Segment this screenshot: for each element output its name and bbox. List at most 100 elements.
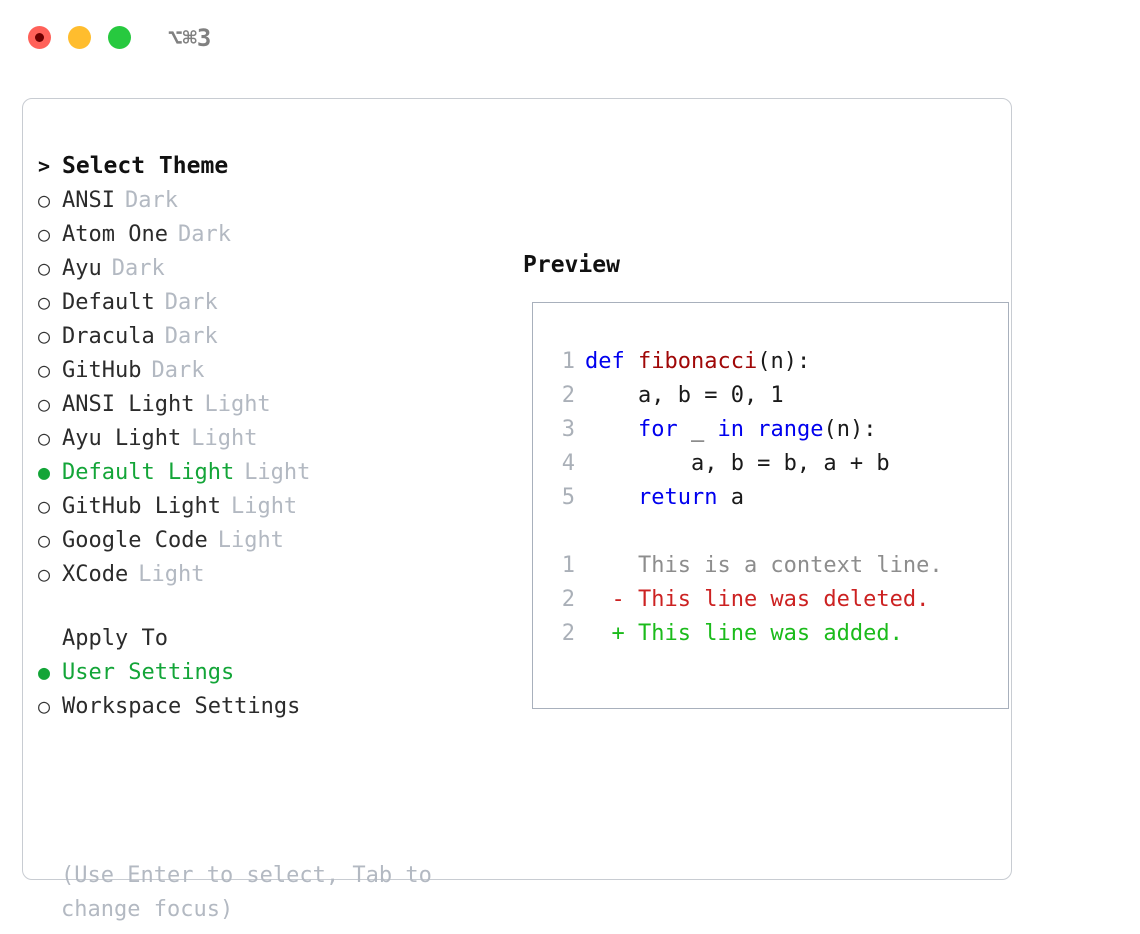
theme-name: Google Code: [62, 528, 208, 553]
radio-unselected-icon[interactable]: ○: [38, 358, 51, 382]
code-line: 3 for _ in range(n):: [545, 413, 1002, 447]
radio-unselected-icon[interactable]: ○: [38, 426, 51, 450]
theme-name: GitHub: [62, 358, 142, 383]
line-number: 2: [561, 621, 575, 646]
theme-list-item[interactable]: ○ ANSI Dark: [38, 183, 478, 217]
diff-line: 2 + This line was added.: [545, 617, 1002, 651]
theme-variant-label: Light: [217, 528, 284, 553]
spacer-icon: ○: [38, 621, 62, 655]
theme-list-item[interactable]: ● Default Light Light: [38, 455, 478, 489]
theme-name: Default: [62, 290, 155, 315]
diff-line-text: + This line was added.: [585, 621, 903, 646]
theme-list-item[interactable]: ○ XCode Light: [38, 557, 478, 591]
preview-title: Preview: [523, 252, 620, 278]
code-token: range: [757, 417, 824, 442]
line-number: 2: [561, 587, 575, 612]
spacer: [38, 591, 478, 621]
zoom-button[interactable]: [108, 26, 131, 49]
code-line: 5 return a: [545, 481, 1002, 515]
theme-list-item[interactable]: ○ Google Code Light: [38, 523, 478, 557]
radio-unselected-icon[interactable]: ○: [38, 562, 51, 586]
line-number: 3: [561, 417, 575, 442]
theme-variant-label: Light: [138, 562, 205, 587]
close-button[interactable]: [28, 26, 51, 49]
code-blank-line: [545, 515, 1002, 549]
code-line-text: a, b = 0, 1: [585, 379, 784, 413]
theme-list-item[interactable]: ○ GitHub Dark: [38, 353, 478, 387]
radio-unselected-icon[interactable]: ○: [38, 188, 51, 212]
theme-variant-label: Light: [191, 426, 258, 451]
theme-variant-label: Dark: [124, 188, 178, 213]
line-number: 1: [561, 349, 575, 374]
radio-unselected-icon[interactable]: ○: [38, 290, 51, 314]
theme-name: Default Light: [62, 460, 235, 485]
code-line: 1 def fibonacci(n):: [545, 345, 1002, 379]
radio-unselected-icon[interactable]: ○: [38, 256, 51, 280]
theme-variant-label: Dark: [177, 222, 231, 247]
theme-name: Ayu Light: [62, 426, 182, 451]
diff-line-text: This is a context line.: [585, 553, 943, 578]
apply-to-group[interactable]: ○Apply To●User Settings○Workspace Settin…: [38, 621, 478, 723]
theme-name: ANSI: [62, 188, 115, 213]
diff-line-text: - This line was deleted.: [585, 587, 930, 612]
radio-unselected-icon[interactable]: ○: [38, 324, 51, 348]
theme-variant-label: Light: [244, 460, 311, 485]
theme-list-header: > Select Theme: [38, 149, 478, 183]
code-line-text: a, b = b, a + b: [585, 447, 890, 481]
code-line-text: def fibonacci(n):: [585, 345, 810, 379]
radio-unselected-icon[interactable]: ○: [38, 528, 51, 552]
theme-list-header-label: Select Theme: [62, 153, 229, 179]
prompt-caret-icon: >: [38, 154, 51, 178]
code-token: [744, 417, 757, 442]
preview-box: 1 def fibonacci(n): 2 a, b = 0, 1 3 for _ i…: [532, 302, 1009, 709]
code-token: (n):: [757, 349, 811, 374]
apply-to-option[interactable]: ○ Workspace Settings: [38, 689, 478, 723]
code-token: a: [717, 485, 744, 510]
theme-list-item[interactable]: ○ Ayu Light Light: [38, 421, 478, 455]
line-number: 5: [561, 485, 575, 510]
theme-name: Atom One: [62, 222, 168, 247]
code-token: [585, 417, 638, 442]
theme-variant-label: Dark: [164, 290, 218, 315]
theme-variant-label: Dark: [111, 256, 165, 281]
theme-variant-label: Light: [204, 392, 271, 417]
radio-unselected-icon[interactable]: ○: [38, 694, 51, 718]
radio-unselected-icon[interactable]: ○: [38, 392, 51, 416]
theme-list-item[interactable]: ○ ANSI Light Light: [38, 387, 478, 421]
apply-to-option[interactable]: ●User Settings: [38, 655, 478, 689]
code-line: 4 a, b = b, a + b: [545, 447, 1002, 481]
code-token: a, b = 0, 1: [585, 383, 784, 408]
line-number: 4: [561, 451, 575, 476]
apply-to-title-row: ○Apply To: [38, 621, 478, 655]
apply-to-option-label: Workspace Settings: [62, 694, 301, 719]
theme-name: Dracula: [62, 324, 155, 349]
code-token: fibonacci: [637, 349, 758, 374]
code-lines: 1 def fibonacci(n): 2 a, b = 0, 1 3 for _ i…: [545, 345, 1002, 515]
theme-name: XCode: [62, 562, 129, 587]
theme-name: ANSI Light: [62, 392, 195, 417]
theme-variant-label: Dark: [151, 358, 205, 383]
theme-list-item[interactable]: ○ Atom One Dark: [38, 217, 478, 251]
code-token: for: [637, 417, 678, 442]
minimize-button[interactable]: [68, 26, 91, 49]
line-number: 2: [561, 383, 575, 408]
keyboard-hint: (Use Enter to select, Tab to change focu…: [61, 863, 446, 922]
code-line-text: for _ in range(n):: [585, 413, 876, 447]
theme-list-item[interactable]: ○ Default Dark: [38, 285, 478, 319]
code-token: return: [637, 485, 718, 510]
radio-unselected-icon[interactable]: ○: [38, 222, 51, 246]
code-token: (n):: [823, 417, 877, 442]
radio-selected-icon[interactable]: ●: [38, 660, 51, 684]
title-bar: ⌥⌘3: [0, 0, 1140, 78]
radio-selected-icon[interactable]: ●: [38, 460, 51, 484]
radio-unselected-icon[interactable]: ○: [38, 494, 51, 518]
code-line-text: return a: [585, 481, 744, 515]
code-token: _: [677, 417, 718, 442]
code-token: a, b = b, a + b: [585, 451, 890, 476]
